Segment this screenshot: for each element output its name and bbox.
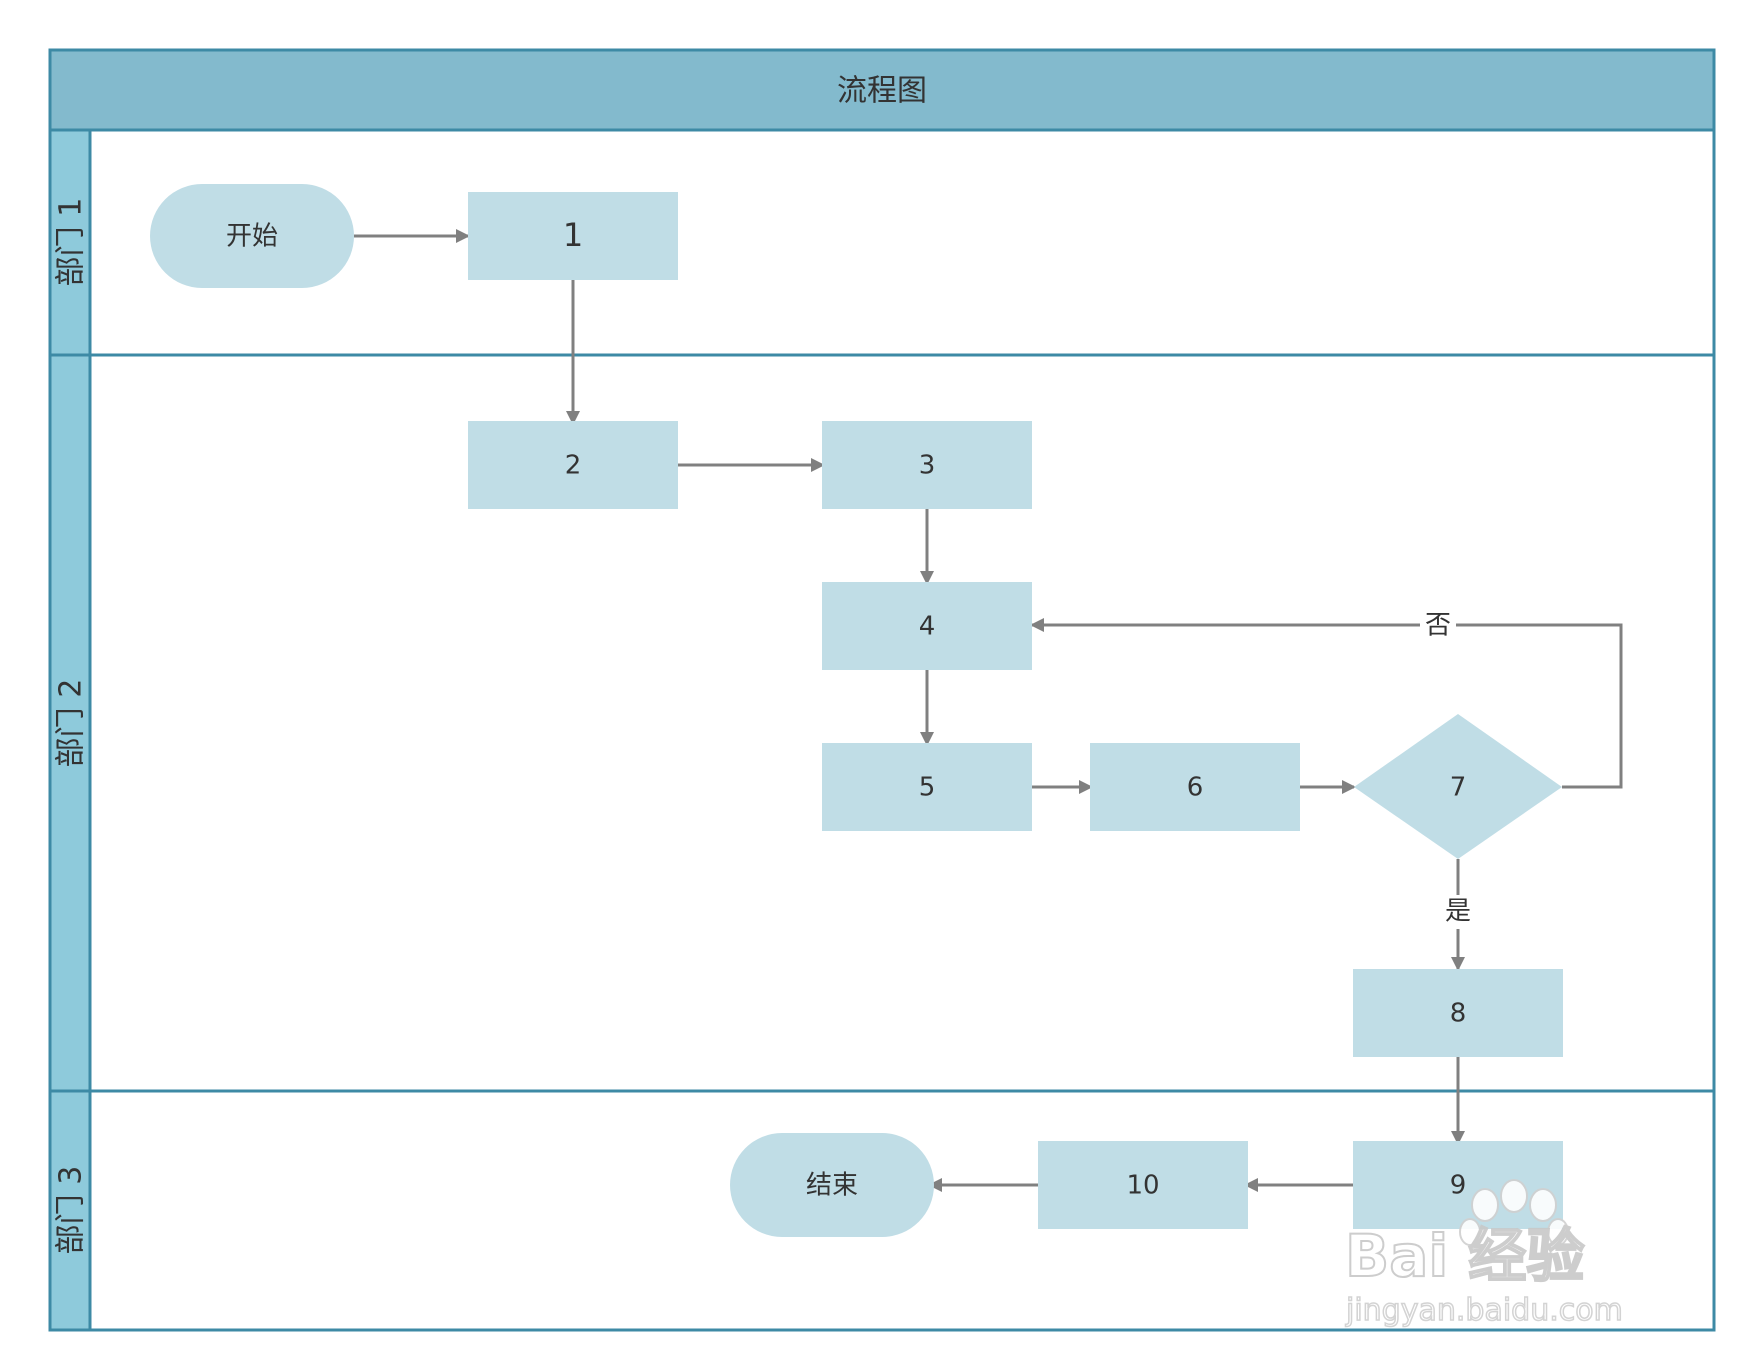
watermark-brand: Bai 经验 (1345, 1222, 1584, 1290)
node-end: 结束 (730, 1133, 934, 1237)
paw-icon (1459, 1179, 1569, 1246)
process-box (1353, 1141, 1563, 1229)
node-9: 9 (1353, 1141, 1563, 1229)
process-box (1353, 969, 1563, 1057)
node-8-label: 8 (1450, 999, 1467, 1029)
edge-label-no: 否 (1425, 611, 1451, 641)
lane-label-1: 部门 1 (54, 198, 89, 287)
node-3-label: 3 (919, 451, 936, 481)
process-box (822, 743, 1032, 831)
node-5-label: 5 (919, 773, 936, 803)
node-9-label: 9 (1450, 1171, 1467, 1201)
node-8: 8 (1353, 969, 1563, 1057)
terminal-shape (730, 1133, 934, 1237)
process-box (1038, 1141, 1248, 1229)
title-header (48, 48, 1716, 132)
process-box (1090, 743, 1300, 831)
watermark: Bai 经验 jingyan.baidu.com (1344, 1179, 1624, 1329)
decision-diamond (1354, 714, 1562, 859)
node-start-label: 开始 (226, 222, 278, 252)
process-box (468, 421, 678, 509)
process-box (822, 421, 1032, 509)
node-2-label: 2 (565, 451, 582, 481)
terminal-shape (150, 184, 354, 288)
node-7-label: 7 (1450, 773, 1467, 803)
node-7-decision: 7 (1354, 714, 1562, 859)
node-6: 6 (1090, 743, 1300, 831)
process-box (822, 582, 1032, 670)
node-start: 开始 (150, 184, 354, 288)
lane-label-3: 部门 3 (54, 1166, 89, 1255)
lane-label-2: 部门 2 (54, 679, 89, 768)
process-box (468, 192, 678, 280)
node-4-label: 4 (919, 612, 936, 642)
node-4: 4 (822, 582, 1032, 670)
node-end-label: 结束 (806, 1171, 858, 1201)
watermark-url: jingyan.baidu.com (1345, 1293, 1623, 1328)
node-10-label: 10 (1126, 1171, 1159, 1201)
node-6-label: 6 (1187, 773, 1204, 803)
edge-label-yes: 是 (1445, 897, 1471, 927)
node-1: 1 (468, 192, 678, 280)
node-5: 5 (822, 743, 1032, 831)
edge-7-to-4-no (1030, 618, 1623, 789)
node-1-label: 1 (563, 216, 583, 254)
edge-label-no-bg (1420, 608, 1456, 642)
edge-label-yes-bg (1440, 895, 1476, 929)
node-2: 2 (468, 421, 678, 509)
diagram-title: 流程图 (837, 74, 927, 109)
lane-label-column (48, 128, 92, 1332)
node-3: 3 (822, 421, 1032, 509)
node-10: 10 (1038, 1141, 1248, 1229)
